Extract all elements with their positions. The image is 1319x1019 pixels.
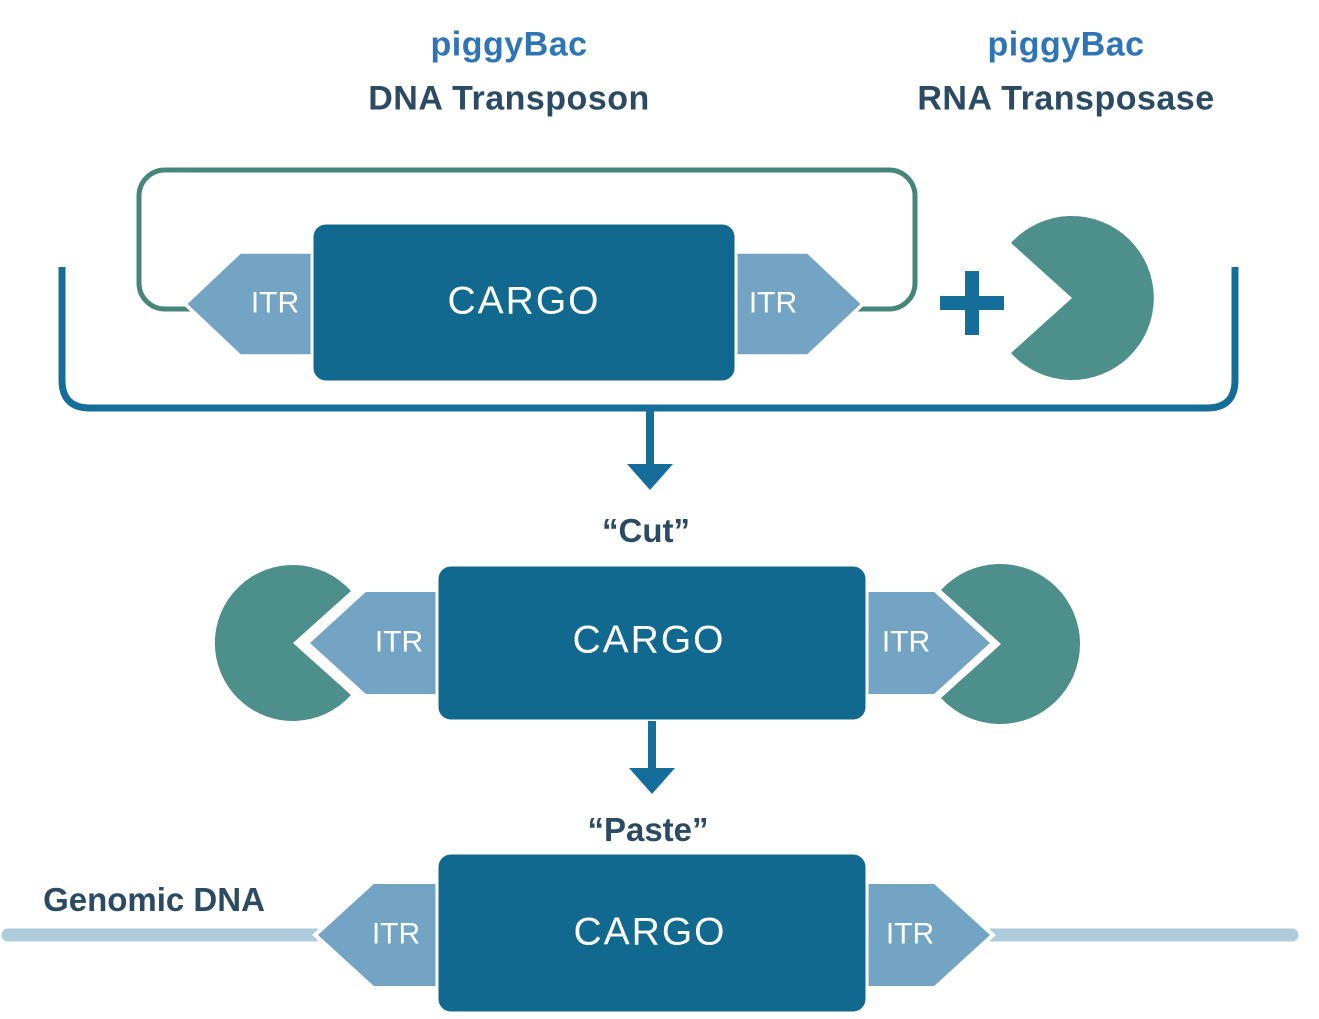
transposase-enzyme-left-icon <box>214 564 351 721</box>
cargo-label: CARGO <box>573 910 727 954</box>
cargo-box <box>310 221 738 384</box>
itr-label: ITR <box>748 286 798 320</box>
itr-label: ITR <box>371 917 421 951</box>
itr-label: ITR <box>374 625 424 659</box>
cargo-label: CARGO <box>572 618 726 662</box>
transposon-title-line1: piggyBac <box>430 25 588 64</box>
transposase-enzyme-right-icon <box>941 564 1081 724</box>
paste-step-label: “Paste” <box>587 810 709 848</box>
transposase-title-line1: piggyBac <box>987 25 1145 64</box>
plus-icon <box>940 271 1004 335</box>
transposase-title-line2: RNA Transposase <box>917 79 1215 118</box>
cargo-label: CARGO <box>447 279 601 323</box>
cargo-box <box>435 851 869 1015</box>
transposase-enzyme-icon <box>1011 216 1154 380</box>
cut-step-label: “Cut” <box>602 511 690 549</box>
itr-label: ITR <box>250 286 300 320</box>
genomic-dna-label: Genomic DNA <box>43 880 265 918</box>
grouping-bracket-icon <box>58 267 1239 412</box>
down-arrow-head-icon <box>627 464 673 490</box>
down-arrow-head-icon <box>629 768 675 794</box>
itr-label: ITR <box>885 917 935 951</box>
itr-label: ITR <box>881 625 931 659</box>
transposon-title-line2: DNA Transposon <box>368 79 650 118</box>
